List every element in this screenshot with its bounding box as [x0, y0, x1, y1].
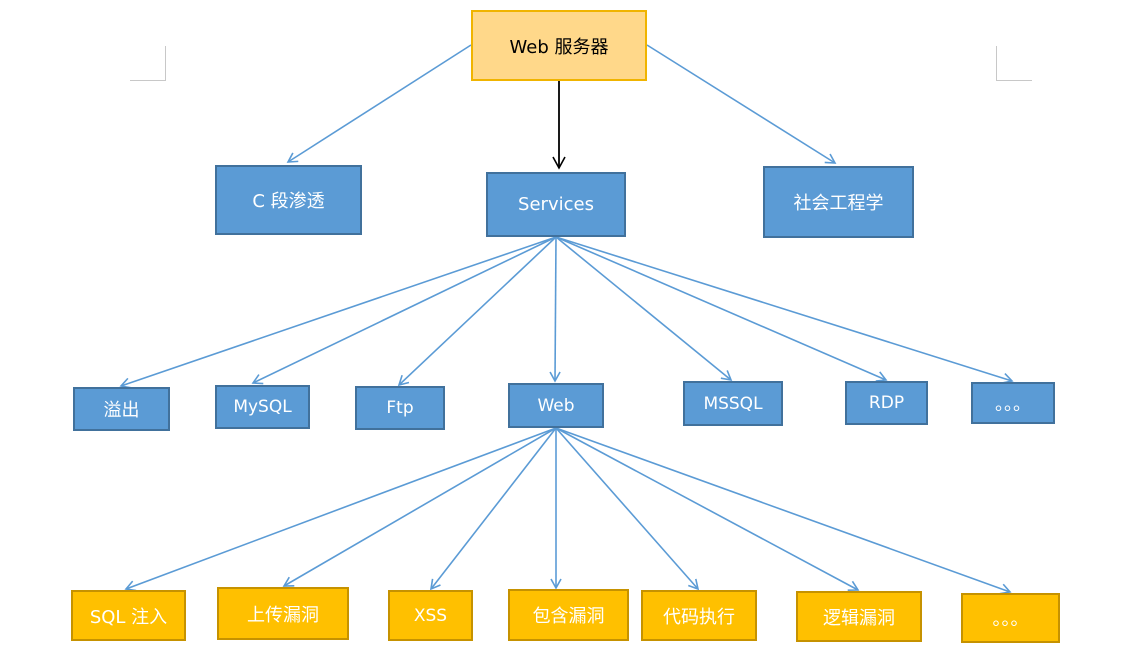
node-social-engineering: 社会工程学: [763, 166, 914, 238]
node-web: Web: [508, 383, 604, 428]
node-include-vuln: 包含漏洞: [508, 589, 629, 641]
node-services: Services: [486, 172, 626, 237]
node-upload-vuln: 上传漏洞: [217, 587, 349, 640]
node-mysql: MySQL: [215, 385, 310, 429]
edge-services-to-ftp: [397, 236, 557, 387]
edge-services-to-mysql: [251, 236, 557, 385]
node-web-more: 。。。: [961, 593, 1060, 643]
edge-root-to-c-segment: [286, 44, 472, 163]
node-overflow: 溢出: [73, 387, 170, 431]
edge-services-to-web: [549, 236, 561, 383]
node-sql-injection: SQL 注入: [71, 590, 186, 641]
node-xss: XSS: [388, 590, 473, 641]
node-mssql: MSSQL: [683, 381, 783, 426]
edge-web-to-code-exec: [555, 427, 700, 591]
node-logic-vuln: 逻辑漏洞: [796, 591, 922, 642]
edge-web-to-logic: [555, 427, 860, 591]
edge-services-to-more: [555, 236, 1014, 384]
node-rdp: RDP: [845, 381, 928, 425]
edge-services-to-rdp: [555, 236, 888, 382]
edge-web-to-sql-injection: [124, 427, 557, 592]
node-code-exec: 代码执行: [641, 590, 757, 641]
crop-mark-right: [996, 46, 1032, 81]
edge-web-to-more: [555, 427, 1012, 595]
edge-web-to-upload: [282, 427, 557, 587]
node-web-server: Web 服务器: [471, 10, 647, 81]
node-ftp: Ftp: [355, 386, 445, 430]
edge-web-to-xss: [429, 427, 557, 591]
crop-mark-left: [130, 46, 166, 81]
edge-services-to-overflow: [119, 236, 557, 389]
node-services-more: 。。。: [971, 382, 1055, 424]
edge-services-to-mssql: [555, 236, 733, 382]
edge-root-to-social: [646, 44, 837, 164]
node-c-segment: C 段渗透: [215, 165, 362, 235]
